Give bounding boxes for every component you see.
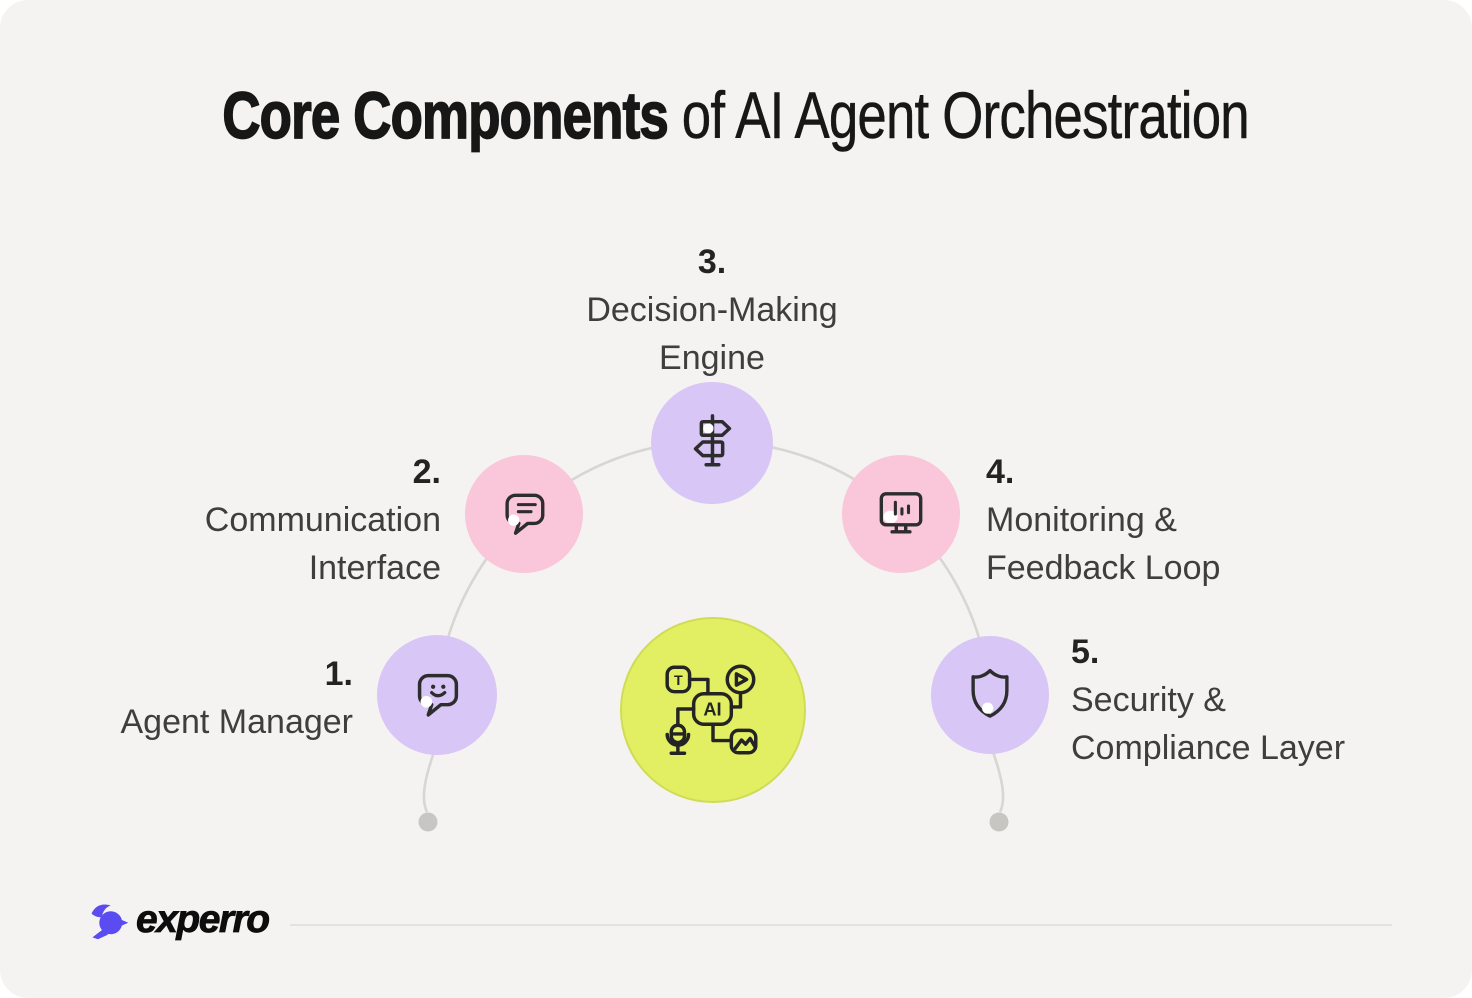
node-ai-hub: T AI <box>620 617 806 803</box>
title-emphasis: Core Components <box>222 78 670 152</box>
label-text: Communication <box>204 501 441 539</box>
brand-name: experro <box>136 898 271 942</box>
label-monitoring-feedback: 4. Monitoring & Feedback Loop <box>986 448 1220 592</box>
label-text: Security & <box>1071 681 1226 719</box>
signpost-icon <box>693 414 732 467</box>
label-security-compliance: 5. Security & Compliance Layer <box>1071 628 1345 772</box>
label-text: Interface <box>308 549 441 587</box>
label-number: 2. <box>412 453 441 491</box>
label-number: 3. <box>697 243 727 281</box>
ai-hub-label: AI <box>703 699 721 720</box>
label-number: 5. <box>1071 633 1100 671</box>
label-communication-interface: 2. Communication Interface <box>205 448 441 592</box>
node-communication-interface <box>465 455 583 573</box>
node-agent-manager <box>377 635 497 755</box>
page-title: Core Components of AI Agent Orchestratio… <box>0 81 1472 149</box>
chat-smile-icon <box>417 673 459 717</box>
label-text: Decision-Making <box>586 291 838 329</box>
experro-bird-icon <box>91 904 129 940</box>
label-number: 1. <box>324 655 353 693</box>
chat-message-icon <box>505 493 545 535</box>
footer-divider <box>290 924 1392 926</box>
arc-end-dot-left <box>418 812 438 832</box>
label-agent-manager: 1. Agent Manager <box>121 650 354 746</box>
ai-multimodal-icon: T AI <box>665 664 758 756</box>
label-decision-making-engine: 3. Decision-Making Engine <box>586 238 837 382</box>
label-text: Engine <box>659 339 765 377</box>
brand-logo: experro <box>86 898 271 942</box>
label-text: Compliance Layer <box>1071 729 1346 767</box>
label-text: Agent Manager <box>120 703 354 741</box>
node-monitoring-feedback <box>842 455 960 573</box>
title-rest: of AI Agent Orchestration <box>668 78 1250 152</box>
label-text: Monitoring & <box>986 501 1177 539</box>
monitor-analytics-icon <box>879 492 923 534</box>
node-security-compliance <box>931 636 1049 754</box>
shield-icon <box>971 668 1009 718</box>
label-number: 4. <box>986 453 1015 491</box>
label-text: Feedback Loop <box>986 549 1221 587</box>
node-decision-making-engine <box>651 382 773 504</box>
text-modality-label: T <box>674 673 683 689</box>
arc-end-dot-right <box>989 812 1009 832</box>
